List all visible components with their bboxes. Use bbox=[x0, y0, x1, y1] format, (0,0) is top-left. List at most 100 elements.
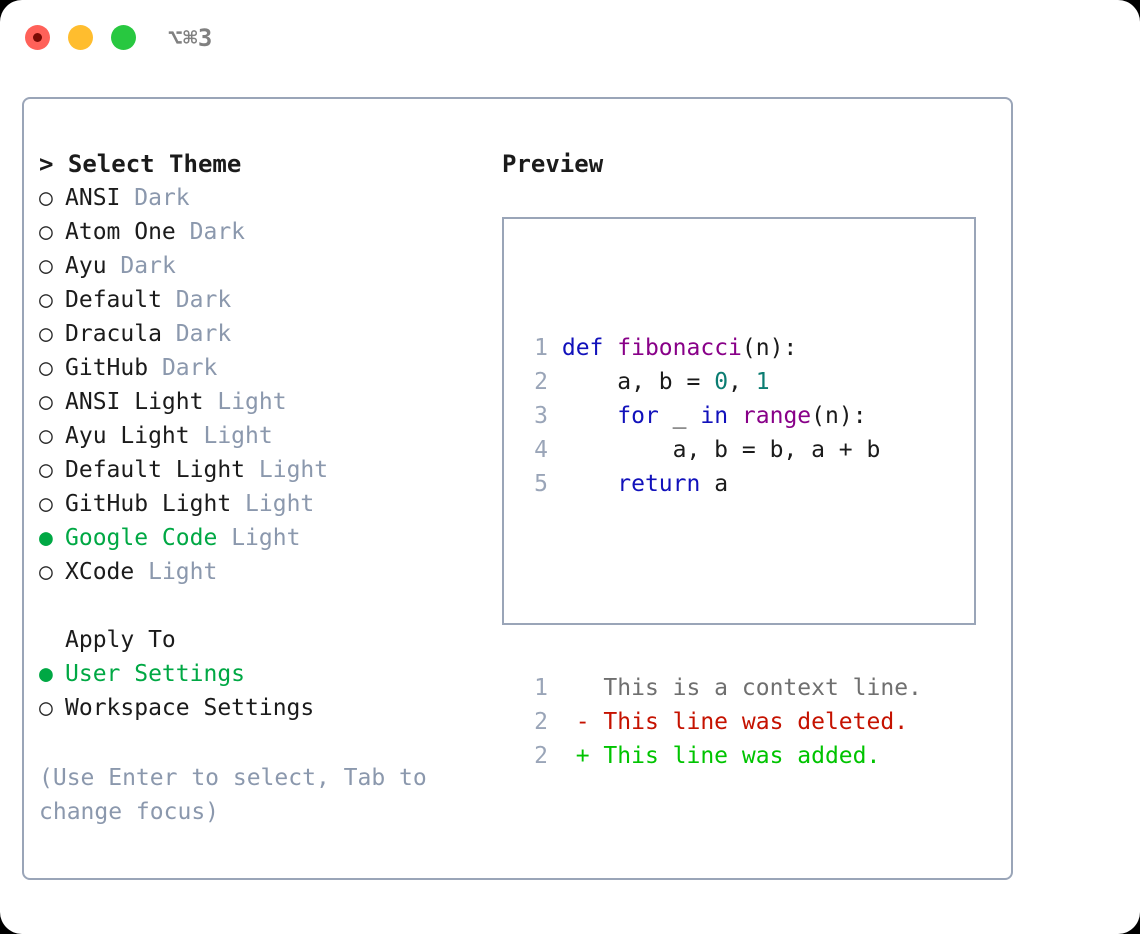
label-gap bbox=[162, 321, 176, 347]
code-diff-spacer bbox=[520, 569, 922, 603]
list-spacer bbox=[39, 589, 489, 623]
label-gap bbox=[176, 219, 190, 245]
theme-option-default[interactable]: ○ Default Dark bbox=[39, 283, 489, 317]
theme-option-github[interactable]: ○GitHub Dark bbox=[39, 351, 489, 385]
code-token-pln bbox=[603, 335, 617, 361]
apply-to-option-label: Workspace Settings bbox=[65, 695, 315, 721]
theme-category-label: Dark bbox=[175, 287, 232, 313]
code-token-kw: in bbox=[700, 403, 729, 429]
code-token-pln: (n): bbox=[811, 403, 867, 429]
theme-option-ansi[interactable]: ○ANSI Dark bbox=[39, 181, 489, 215]
diff-text: This line was deleted. bbox=[603, 709, 909, 735]
code-line: 4 a, b = b, a + b bbox=[520, 433, 922, 467]
code-token-kw: for bbox=[617, 403, 659, 429]
label-gap bbox=[162, 287, 176, 313]
theme-option-list: ○ANSI Dark○Atom One Dark○Ayu Dark○Defaul… bbox=[39, 181, 489, 589]
gutter-gap bbox=[548, 675, 576, 701]
diff-sign: + bbox=[575, 743, 604, 769]
apply-to-heading: Apply To bbox=[39, 623, 489, 657]
diff-sign bbox=[576, 675, 604, 701]
apply-to-option-user-settings[interactable]: ●User Settings bbox=[39, 657, 489, 691]
theme-category-label: Dark bbox=[189, 219, 246, 245]
traffic-light-group bbox=[25, 25, 136, 50]
radio-unselected-icon: ○ bbox=[39, 253, 53, 279]
close-button-icon[interactable] bbox=[25, 25, 50, 50]
preview-heading: Preview bbox=[502, 150, 604, 178]
code-token-fn: fibonacci bbox=[617, 335, 742, 361]
code-line-number: 5 bbox=[534, 471, 548, 497]
theme-category-label: Light bbox=[245, 491, 315, 517]
theme-category-label: Light bbox=[217, 389, 287, 415]
window-title: ⌥⌘3 bbox=[168, 24, 213, 52]
label-gap bbox=[107, 253, 121, 279]
code-line: 5 return a bbox=[520, 467, 922, 501]
label-gap bbox=[217, 525, 231, 551]
theme-option-google-code[interactable]: ●Google Code Light bbox=[39, 521, 489, 555]
label-gap bbox=[245, 457, 259, 483]
gutter-gap bbox=[548, 369, 562, 395]
code-token-pln bbox=[562, 403, 617, 429]
label-gap bbox=[203, 389, 217, 415]
gutter-gap bbox=[548, 743, 576, 769]
main-panel: > Select Theme ○ANSI Dark○Atom One Dark○… bbox=[22, 97, 1013, 880]
theme-category-label: Dark bbox=[120, 253, 176, 279]
radio-unselected-icon: ○ bbox=[39, 355, 53, 381]
apply-to-option-label: User Settings bbox=[65, 661, 246, 687]
code-token-kw: def bbox=[561, 335, 604, 361]
theme-category-label: Light bbox=[258, 457, 329, 483]
theme-selector-column: > Select Theme ○ANSI Dark○Atom One Dark○… bbox=[39, 147, 489, 725]
gutter-gap bbox=[548, 335, 562, 361]
theme-option-default-light[interactable]: ○Default Light Light bbox=[39, 453, 489, 487]
theme-option-label: Default bbox=[65, 287, 162, 313]
diff-text: This line was added. bbox=[603, 743, 881, 769]
code-token-num: 0 bbox=[714, 369, 729, 395]
minimize-button-icon[interactable] bbox=[68, 25, 93, 50]
radio-unselected-icon: ○ bbox=[39, 287, 53, 313]
theme-option-atom-one[interactable]: ○Atom One Dark bbox=[39, 215, 489, 249]
theme-option-xcode[interactable]: ○XCode Light bbox=[39, 555, 489, 589]
code-token-pln bbox=[562, 471, 617, 497]
maximize-button-icon[interactable] bbox=[111, 25, 136, 50]
title-bar: ⌥⌘3 bbox=[0, 0, 1140, 78]
diff-line-ctx: 1 This is a context line. bbox=[520, 671, 922, 705]
code-token-pln: a, b = bbox=[561, 369, 715, 395]
select-theme-heading: > Select Theme bbox=[39, 150, 242, 178]
apply-to-option-list: ●User Settings○Workspace Settings bbox=[39, 657, 489, 725]
theme-option-ayu[interactable]: ○Ayu Dark bbox=[39, 249, 489, 283]
code-token-kw: return bbox=[617, 471, 701, 497]
theme-option-ayu-light[interactable]: ○Ayu Light Light bbox=[39, 419, 489, 453]
label-gap bbox=[190, 423, 204, 449]
keyboard-hint-text: (Use Enter to select, Tab to change focu… bbox=[39, 765, 427, 825]
diff-line-add: 2 + This line was added. bbox=[520, 739, 922, 773]
code-line-number: 2 bbox=[534, 369, 548, 395]
apply-to-heading-indent bbox=[39, 623, 65, 657]
theme-option-ansi-light[interactable]: ○ANSI Light Light bbox=[39, 385, 489, 419]
theme-option-label: GitHub Light bbox=[65, 491, 232, 517]
diff-sign: - bbox=[575, 709, 604, 735]
apply-to-option-workspace-settings[interactable]: ○Workspace Settings bbox=[39, 691, 489, 725]
label-gap bbox=[134, 559, 148, 585]
radio-unselected-icon: ○ bbox=[39, 389, 53, 415]
radio-selected-icon: ● bbox=[39, 525, 53, 551]
theme-option-label: Google Code bbox=[65, 525, 218, 551]
diff-line-number: 2 bbox=[534, 743, 548, 769]
diff-line-del: 2 - This line was deleted. bbox=[520, 705, 922, 739]
theme-option-label: Atom One bbox=[65, 219, 176, 245]
label-gap bbox=[120, 185, 134, 211]
gutter-gap bbox=[548, 709, 576, 735]
label-gap bbox=[231, 491, 245, 517]
theme-option-dracula[interactable]: ○Dracula Dark bbox=[39, 317, 489, 351]
radio-unselected-icon: ○ bbox=[39, 423, 53, 449]
theme-option-label: Dracula bbox=[65, 321, 162, 347]
label-gap bbox=[148, 355, 162, 381]
gutter-gap bbox=[548, 437, 562, 463]
code-line-number: 3 bbox=[534, 403, 548, 429]
code-token-pln bbox=[728, 403, 742, 429]
theme-category-label: Dark bbox=[134, 185, 190, 211]
radio-unselected-icon: ○ bbox=[39, 491, 53, 517]
code-line: 2 a, b = 0, 1 bbox=[520, 365, 922, 399]
code-line: 1 def fibonacci(n): bbox=[520, 331, 922, 365]
theme-option-github-light[interactable]: ○ GitHub Light Light bbox=[39, 487, 489, 521]
code-line-number: 4 bbox=[534, 437, 548, 463]
